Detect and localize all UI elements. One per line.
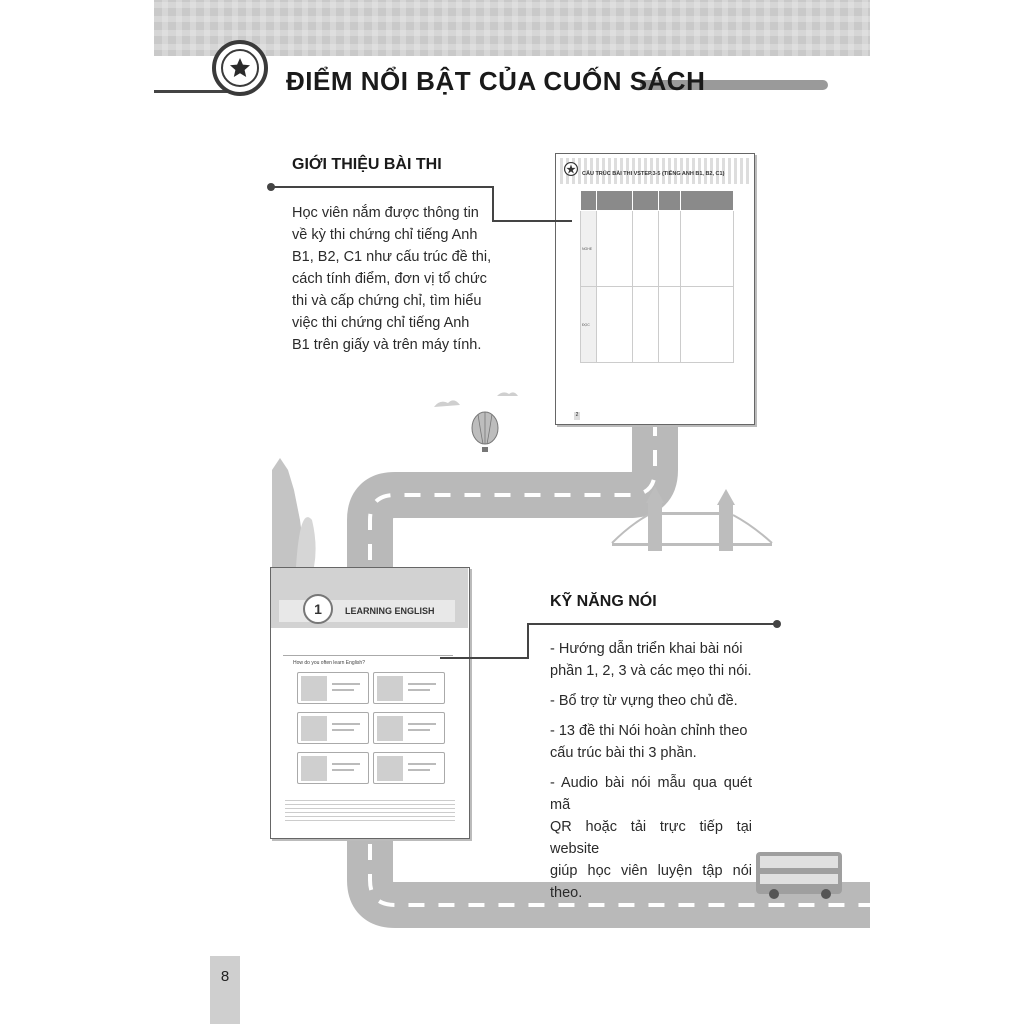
skyscraper-icon xyxy=(272,458,316,567)
unit-number: 1 xyxy=(303,594,333,624)
activity-card xyxy=(373,712,445,744)
exam-structure-table: NGHE ĐỌC xyxy=(580,190,734,363)
intro-line: B1, B2, C1 như cấu trúc đề thi, xyxy=(292,249,492,265)
intro-line: về kỳ thi chứng chỉ tiếng Anh xyxy=(292,227,478,243)
page-number: 8 xyxy=(220,968,230,985)
activity-card xyxy=(373,752,445,784)
activity-card xyxy=(297,712,369,744)
connector-line xyxy=(492,220,572,222)
intro-line: B1 trên giấy và trên máy tính. xyxy=(292,337,482,353)
speaking-heading: KỸ NĂNG NÓI xyxy=(550,593,657,610)
activity-card xyxy=(297,672,369,704)
reading-text-block xyxy=(285,800,455,824)
bullet-item: - Hướng dẫn triển khai bài nói phần 1, 2… xyxy=(550,641,752,679)
page-number-tab xyxy=(210,956,240,1024)
bullet-item: - Bổ trợ từ vựng theo chủ đề. xyxy=(550,693,738,709)
star-badge-icon xyxy=(212,40,268,96)
header-decor-bar xyxy=(640,80,828,90)
activity-card xyxy=(297,752,369,784)
intro-paragraph: Học viên nắm được thông tin về kỳ thi ch… xyxy=(292,202,500,356)
unit-question: How do you often learn English? xyxy=(293,660,365,666)
connector-line xyxy=(527,623,775,625)
thumbnail-caption: CẤU TRÚC BÀI THI VSTEP.3-5 (TIẾNG ANH B1… xyxy=(582,171,725,177)
connector-line xyxy=(527,623,529,659)
exam-structure-thumbnail: CẤU TRÚC BÀI THI VSTEP.3-5 (TIẾNG ANH B1… xyxy=(555,153,755,425)
page-title: ĐIỂM NỔI BẬT CỦA CUỐN SÁCH xyxy=(286,66,706,96)
intro-heading: GIỚI THIỆU BÀI THI xyxy=(292,156,442,173)
bullet-item: - 13 đề thi Nói hoàn chỉnh theo cấu trúc… xyxy=(550,723,748,761)
connector-line xyxy=(440,657,529,659)
unit-title: LEARNING ENGLISH xyxy=(345,606,435,616)
intro-line: cách tính điểm, đơn vị tổ chức xyxy=(292,271,487,287)
intro-line: việc thi chứng chỉ tiếng Anh xyxy=(292,315,470,331)
speaking-bullets: - Hướng dẫn triển khai bài nói phần 1, 2… xyxy=(550,638,752,912)
intro-line: thi và cấp chứng chỉ, tìm hiểu xyxy=(292,293,482,309)
connector-line xyxy=(271,186,493,188)
star-icon xyxy=(564,162,578,176)
double-decker-bus-icon xyxy=(756,852,842,899)
tower-bridge-icon xyxy=(611,486,773,551)
connector-line xyxy=(492,186,494,222)
speaking-unit-thumbnail: 1 LEARNING ENGLISH How do you often lear… xyxy=(270,567,470,839)
section-divider xyxy=(283,648,453,656)
table-row-label: ĐỌC xyxy=(580,286,597,363)
hot-air-balloon-icon xyxy=(471,411,499,452)
header-pattern-band xyxy=(154,0,870,86)
connector-dot xyxy=(773,620,781,628)
thumbnail-header-pattern xyxy=(560,158,750,184)
thumbnail-page-number: 2 xyxy=(574,412,580,420)
bullet-item: - Audio bài nói mẫu qua quét mã QR hoặc … xyxy=(550,775,752,901)
header-decor-line xyxy=(154,90,234,93)
activity-card xyxy=(373,672,445,704)
table-row-label: NGHE xyxy=(580,210,597,287)
intro-line: Học viên nắm được thông tin xyxy=(292,205,479,221)
